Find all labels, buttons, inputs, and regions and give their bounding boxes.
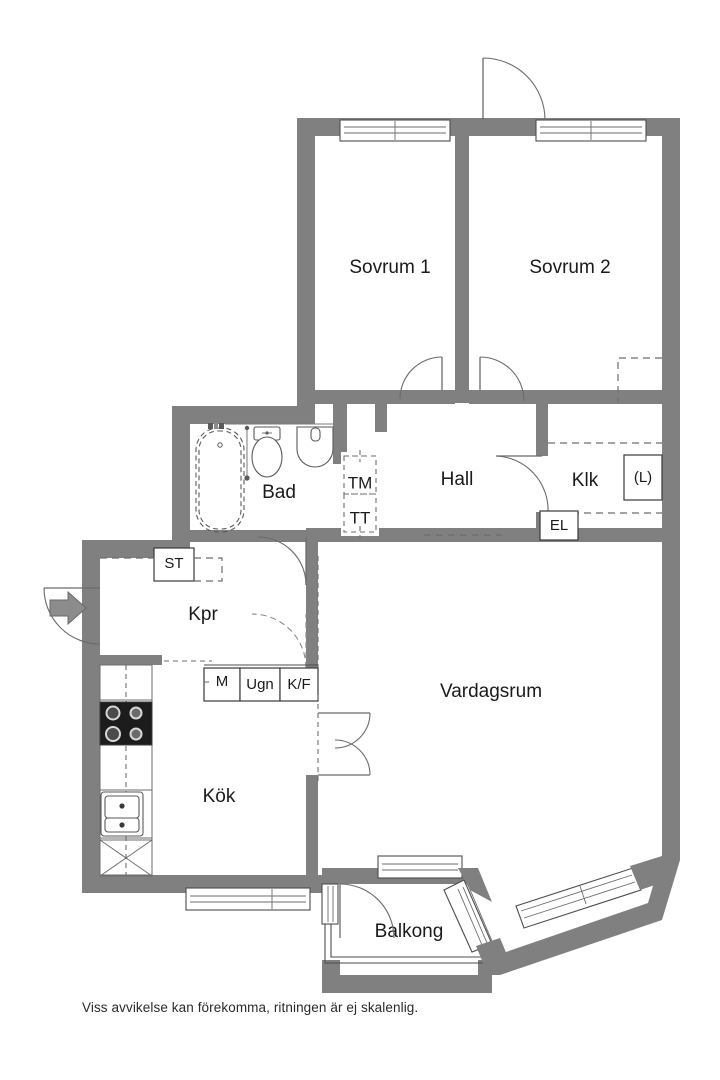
entry-door[interactable] (43, 587, 101, 645)
wall-bad-east-lower (375, 404, 387, 432)
room-label-kok: Kök (203, 786, 236, 807)
room-label-hall: Hall (441, 469, 474, 490)
room-bad: Bad (195, 423, 334, 586)
door-sovrum2-north-exterior[interactable] (482, 57, 546, 121)
balcony-door[interactable] (339, 883, 395, 939)
appliance-tt: TT (343, 493, 377, 538)
door-bad-to-kpr[interactable] (257, 536, 307, 586)
window-balkong-north (377, 855, 463, 879)
dishwasher (99, 839, 153, 877)
window-sovrum1-north (339, 119, 451, 142)
wall-sovrum1-south (315, 390, 455, 404)
wardrobe-outline-kpr (100, 557, 223, 582)
door-hall-to-klk[interactable] (495, 455, 549, 513)
wall-sovrum2-south (469, 390, 662, 404)
room-label-vardagsrum: Vardagsrum (440, 681, 542, 702)
storage-box-st: ST (153, 547, 195, 582)
wall-between-bedrooms (455, 118, 469, 403)
room-kok: Kök (99, 664, 319, 911)
closet-label-l: (L) (634, 469, 652, 486)
room-sovrum1: Sovrum 1 (339, 119, 451, 278)
room-klk: Klk (L) EL (539, 442, 663, 541)
entry-direction-arrow (49, 590, 87, 626)
wall-bad-east (333, 404, 347, 464)
window-vardagsrum-angled (515, 867, 642, 929)
room-sovrum2: Sovrum 2 (482, 57, 662, 402)
room-label-sovrum1: Sovrum 1 (349, 257, 430, 278)
room-label-bad: Bad (262, 482, 296, 503)
wall-corner-balcony-se (476, 938, 510, 970)
storage-label-st: ST (164, 555, 183, 572)
wall-kok-north-stub (100, 655, 162, 665)
room-vardagsrum: Vardagsrum (317, 681, 670, 929)
interior-floor (100, 136, 662, 975)
appliance-boxes: M Ugn K/F (203, 664, 319, 702)
disclaimer-text: Viss avvikelse kan förekomma, ritningen … (82, 1000, 419, 1015)
room-balkong: Balkong (321, 855, 510, 970)
room-label-sovrum2: Sovrum 2 (529, 257, 610, 278)
room-kpr: Kpr ST (100, 547, 319, 669)
window-kok-south (185, 887, 311, 911)
toilet (251, 426, 283, 478)
wall-structure (82, 118, 680, 993)
electrical-panel-box: EL (539, 510, 579, 541)
washbasin (296, 426, 334, 468)
room-label-kpr: Kpr (188, 604, 218, 625)
door-kpr-to-vardagsrum[interactable] (251, 613, 307, 669)
laundry-stack: TM TT (341, 450, 379, 538)
room-hall: Hall (399, 356, 549, 536)
appliance-label-kf: K/F (287, 676, 310, 693)
wall-hall-klk-upper (536, 404, 548, 456)
room-label-balkong: Balkong (375, 921, 444, 942)
wall-bad-south (190, 530, 318, 542)
electrical-panel-label: EL (550, 517, 568, 534)
stove (99, 701, 153, 746)
door-hall-to-sovrum1[interactable] (399, 356, 443, 400)
room-label-klk: Klk (572, 470, 599, 491)
appliance-label-ugn: Ugn (246, 676, 274, 693)
appliance-label-tt: TT (350, 508, 371, 527)
window-balkong-sliver (321, 883, 339, 925)
appliance-label-m: M (216, 673, 229, 690)
door-hall-to-sovrum2[interactable] (479, 356, 525, 402)
kitchen-sink (100, 791, 144, 837)
wall-kok-east-2 (306, 775, 318, 880)
closet-outline-sovrum2 (617, 357, 662, 402)
window-sovrum2-north (535, 119, 647, 142)
window-balkong-angled (443, 879, 493, 953)
wall-left-notch (82, 540, 100, 558)
appliance-tm: TM (343, 450, 377, 495)
closet-box-l: (L) (623, 454, 663, 501)
bathtub (195, 423, 250, 533)
wall-corner-balcony-ne (458, 868, 492, 902)
internal-walls (82, 118, 662, 880)
wall-kpr-east (306, 528, 318, 668)
wall-corner-angled-ne (630, 856, 670, 890)
appliance-label-tm: TM (348, 473, 373, 492)
double-door-kok-vardagsrum[interactable] (317, 695, 371, 782)
